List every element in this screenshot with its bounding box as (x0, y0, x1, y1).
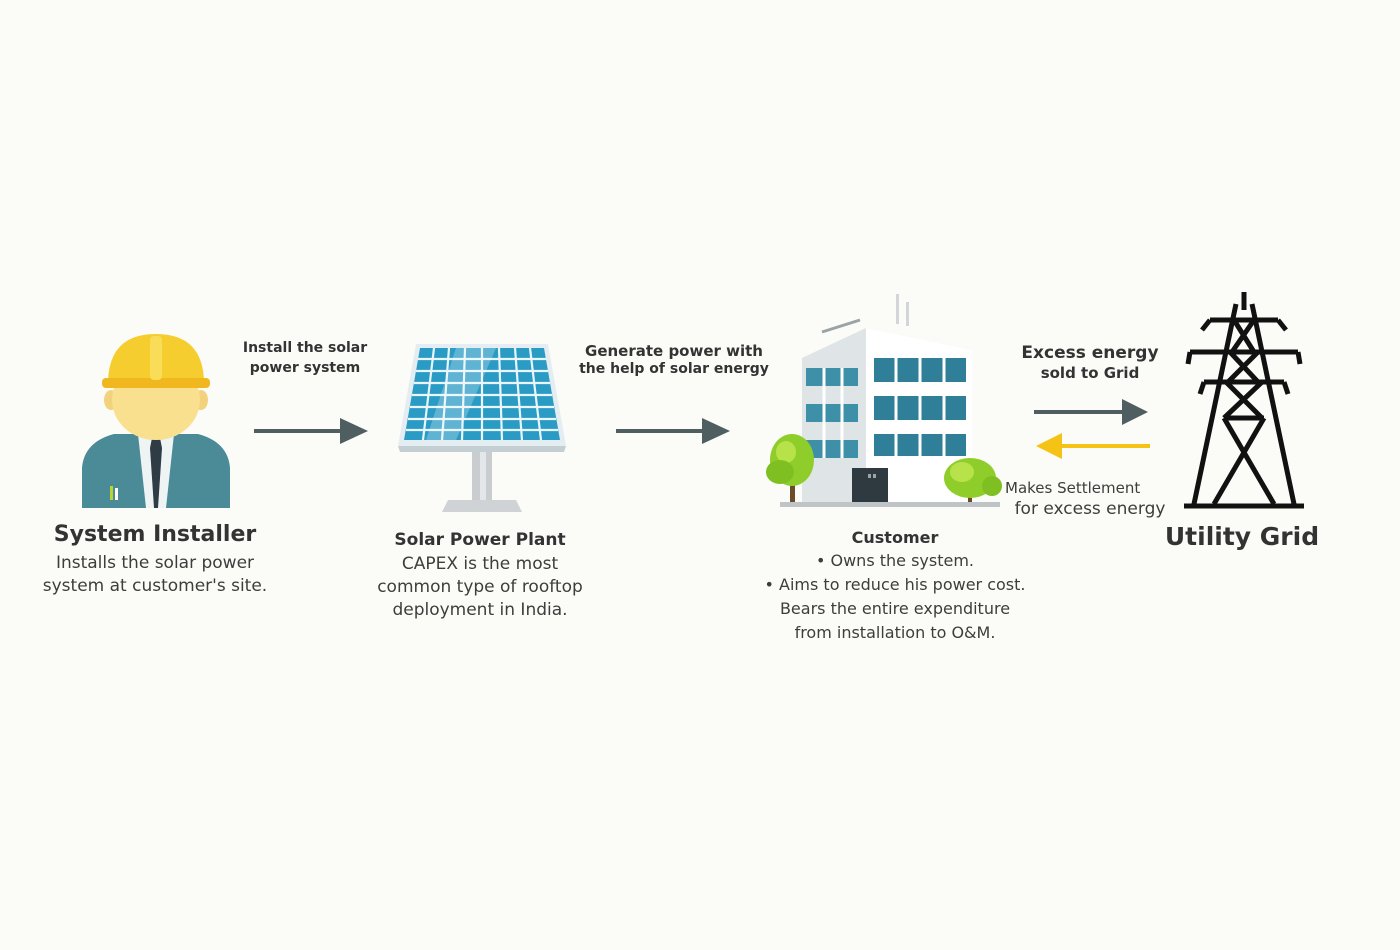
exchange-bottom-line-1: Makes Settlement (1005, 479, 1141, 497)
plant-desc-line-2: common type of rooftop (377, 577, 583, 597)
transmission-tower-icon (1180, 290, 1308, 512)
customer-line-4: from installation to O&M. (794, 623, 996, 642)
grid-title: Utility Grid (1164, 522, 1320, 551)
arrow-right-icon (1034, 398, 1150, 426)
customer-line-3: Bears the entire expenditure (779, 599, 1011, 618)
customer-title: Customer (851, 528, 939, 547)
arrow2-label-line-1: Generate power with (585, 342, 763, 360)
solar-panel-illustration (396, 340, 568, 518)
arrow2-label-line-2: the help of solar energy (579, 361, 769, 377)
plant-desc-line-3: deployment in India. (392, 600, 568, 620)
arrow-left-icon (1034, 432, 1150, 460)
customer-line-1: • Owns the system. (815, 551, 975, 570)
arrow-right-icon (254, 416, 370, 446)
plant-title: Solar Power Plant (394, 530, 566, 550)
exchange-top-line-1: Excess energy (1021, 343, 1159, 363)
building-illustration (756, 292, 1006, 512)
exchange-top-line-2: sold to Grid (1040, 364, 1140, 382)
arrow-right-icon (616, 416, 732, 446)
installer-desc-line-1: Installs the solar power (55, 553, 255, 573)
plant-desc-line-1: CAPEX is the most (401, 554, 559, 574)
installer-illustration (78, 330, 234, 512)
installer-desc-line-2: system at customer's site. (42, 576, 268, 596)
arrow1-label-line-2: power system (249, 360, 361, 376)
arrow1-label-line-1: Install the solar (242, 340, 368, 356)
customer-line-2: • Aims to reduce his power cost. (764, 575, 1026, 594)
installer-title: System Installer (53, 522, 257, 547)
exchange-bottom-line-2: for excess energy (1014, 499, 1166, 519)
